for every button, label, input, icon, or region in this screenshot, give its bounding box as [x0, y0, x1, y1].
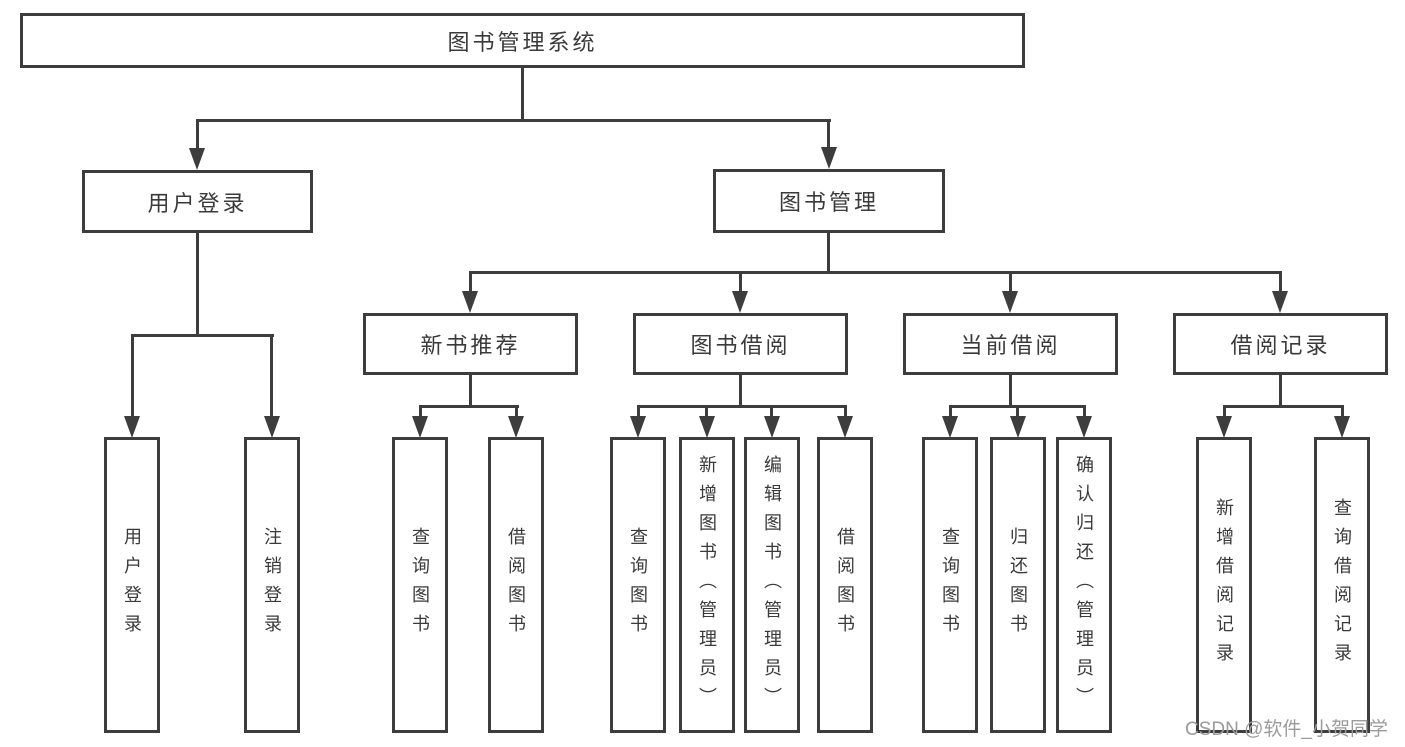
node-user-login-label: 用户登录 — [147, 190, 248, 216]
arrowhead-confirm-return-admin — [1076, 416, 1092, 438]
arrowhead-add-borrow-record — [1216, 416, 1232, 438]
leaf-add-books-admin-label: 新增图书（管理员） — [697, 454, 717, 716]
leaf-return-books: 归还图书 — [990, 437, 1046, 733]
arrowhead-query-books-borrowing — [630, 416, 646, 438]
arrowhead-borrow-books — [837, 416, 853, 438]
connector-stem-add-books-admin — [705, 405, 708, 419]
leaf-user-login: 用户登录 — [104, 437, 160, 733]
connector-stem-user-login — [196, 119, 199, 152]
leaf-query-books-recommend-label: 查询图书 — [410, 527, 430, 643]
arrowhead-query-books-recommend — [412, 416, 428, 438]
node-book-management: 图书管理 — [713, 169, 945, 233]
leaf-borrow-books: 借阅图书 — [817, 437, 873, 733]
csdn-watermark: CSDN @软件_小贺同学 — [1185, 719, 1388, 740]
leaf-user-login-label: 用户登录 — [122, 527, 142, 643]
connector-user-login-stem — [196, 232, 199, 336]
arrowhead-return-books — [1010, 416, 1026, 438]
connector-stem-borrow-books — [844, 405, 847, 419]
leaf-edit-books-admin: 编辑图书（管理员） — [744, 437, 800, 733]
arrowhead-new-book-recommendation — [462, 291, 478, 313]
node-borrowing-records-label: 借阅记录 — [1230, 333, 1331, 358]
connector-stem-borrowing-records — [1279, 271, 1282, 295]
node-borrowing-records: 借阅记录 — [1173, 313, 1388, 375]
connector-stem-query-books-borrowing — [637, 405, 640, 419]
leaf-borrow-books-label: 借阅图书 — [835, 527, 855, 643]
arrowhead-add-books-admin — [699, 416, 715, 438]
connector-stem-return-books — [1016, 405, 1019, 419]
leaf-query-books-current-label: 查询图书 — [940, 527, 960, 643]
connector-stem-borrow-books-recommend — [515, 405, 518, 419]
node-book-borrowing: 图书借阅 — [633, 313, 848, 375]
connector-book-management-stem — [827, 233, 830, 274]
leaf-confirm-return-admin: 确认归还（管理员） — [1056, 437, 1112, 733]
connector-stem-book-borrowing — [739, 271, 742, 295]
arrowhead-book-borrowing — [732, 291, 748, 313]
connector-stem-confirm-return-admin — [1083, 405, 1086, 419]
arrowhead-current-borrowing — [1002, 291, 1018, 313]
arrowhead-query-books-current — [942, 416, 958, 438]
arrowhead-borrow-books-recommend — [508, 416, 524, 438]
connector-groupA-stem — [469, 375, 472, 408]
node-user-login: 用户登录 — [82, 170, 313, 233]
leaf-add-borrow-record: 新增借阅记录 — [1196, 437, 1252, 733]
leaf-return-books-label: 归还图书 — [1008, 527, 1028, 643]
connector-stem-query-books-current — [949, 405, 952, 419]
leaf-query-books-borrowing: 查询图书 — [610, 437, 666, 733]
leaf-query-borrow-record: 查询借阅记录 — [1314, 437, 1370, 733]
connector-groupC-stem — [1009, 375, 1012, 408]
arrowhead-edit-books-admin — [764, 416, 780, 438]
leaf-borrow-books-recommend: 借阅图书 — [488, 437, 544, 733]
arrowhead-user-login — [189, 148, 205, 170]
connector-stem-new-book-recommendation — [469, 271, 472, 295]
node-new-book-recommendation: 新书推荐 — [363, 313, 578, 375]
node-root: 图书管理系统 — [20, 13, 1025, 68]
connector-level1-hline — [196, 119, 831, 122]
connector-level2-hline — [469, 271, 1282, 274]
arrowhead-leaf-logout — [264, 416, 280, 438]
connector-stem-add-borrow-record — [1223, 405, 1226, 419]
arrowhead-query-borrow-record — [1334, 416, 1350, 438]
connector-groupA-hline — [419, 405, 519, 408]
connector-groupD-stem — [1279, 375, 1282, 408]
arrowhead-borrowing-records — [1272, 291, 1288, 313]
node-current-borrowing-label: 当前借阅 — [960, 333, 1061, 358]
leaf-confirm-return-admin-label: 确认归还（管理员） — [1074, 454, 1094, 716]
arrowhead-leaf-user-login — [124, 416, 140, 438]
leaf-query-books-current: 查询图书 — [922, 437, 978, 733]
node-new-book-recommendation-label: 新书推荐 — [420, 333, 521, 358]
connector-user-login-hline — [131, 334, 274, 337]
connector-stem-edit-books-admin — [770, 405, 773, 419]
connector-groupD-hline — [1223, 405, 1344, 408]
node-root-label: 图书管理系统 — [447, 29, 598, 55]
connector-stem-leaf-user-login — [131, 334, 134, 422]
connector-stem-current-borrowing — [1009, 271, 1012, 295]
connector-root-stem — [521, 68, 524, 122]
leaf-add-borrow-record-label: 新增借阅记录 — [1214, 498, 1234, 672]
connector-stem-query-borrow-record — [1341, 405, 1344, 419]
leaf-query-borrow-record-label: 查询借阅记录 — [1332, 498, 1352, 672]
arrowhead-book-management — [821, 147, 837, 169]
node-current-borrowing: 当前借阅 — [903, 313, 1118, 375]
leaf-query-books-borrowing-label: 查询图书 — [628, 527, 648, 643]
leaf-query-books-recommend: 查询图书 — [392, 437, 448, 733]
connector-groupB-hline — [637, 405, 847, 408]
leaf-logout-label: 注销登录 — [262, 527, 282, 643]
node-book-management-label: 图书管理 — [778, 190, 879, 215]
leaf-edit-books-admin-label: 编辑图书（管理员） — [762, 454, 782, 716]
connector-stem-book-management — [827, 119, 830, 152]
connector-stem-leaf-logout — [270, 334, 273, 422]
leaf-logout: 注销登录 — [244, 437, 300, 733]
leaf-add-books-admin: 新增图书（管理员） — [679, 437, 735, 733]
connector-groupB-stem — [739, 375, 742, 408]
connector-stem-query-books-recommend — [419, 405, 422, 419]
node-book-borrowing-label: 图书借阅 — [690, 333, 791, 358]
leaf-borrow-books-recommend-label: 借阅图书 — [506, 527, 526, 643]
